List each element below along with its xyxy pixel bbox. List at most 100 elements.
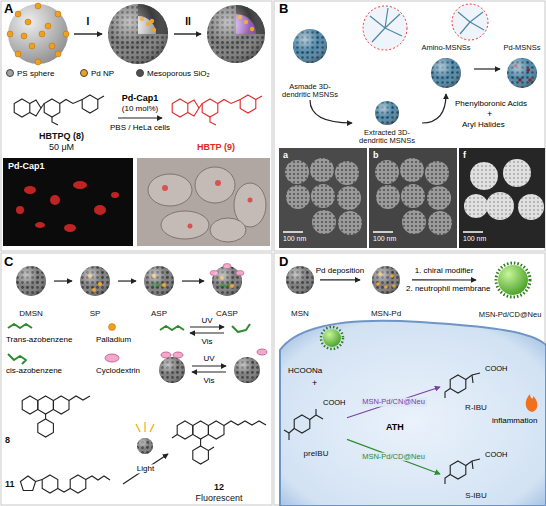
node-label: MSN-Pd bbox=[371, 309, 401, 318]
scale-bar-label: 100 nm bbox=[463, 235, 486, 243]
brightfield-micrograph bbox=[137, 158, 270, 246]
mesoporous-nanosphere bbox=[212, 266, 242, 296]
ps-sphere bbox=[29, 43, 35, 49]
node-sublabel: 50 μM bbox=[49, 142, 74, 152]
connector-arrow bbox=[347, 439, 440, 474]
connector-arrow bbox=[310, 100, 352, 123]
panel-letter: A bbox=[4, 2, 13, 17]
connector-arrow bbox=[474, 68, 500, 69]
ps-sphere bbox=[25, 19, 31, 25]
connector-arrow bbox=[118, 117, 162, 118]
neutrophil-cell bbox=[321, 327, 343, 349]
brightfield-micrograph bbox=[161, 211, 209, 239]
molecule-structure bbox=[86, 476, 110, 480]
capped-nanosphere bbox=[159, 357, 185, 383]
connector-arrow bbox=[182, 280, 204, 281]
yolk-shell-sphere bbox=[207, 5, 265, 63]
molecule-structure bbox=[445, 475, 450, 485]
edge-label: Pd deposition bbox=[314, 266, 366, 275]
ps-sphere bbox=[7, 3, 69, 65]
molecule-structure bbox=[450, 461, 466, 479]
brightfield-micrograph bbox=[137, 158, 270, 246]
legend-item: Pd NP bbox=[80, 69, 114, 78]
molecule-structure bbox=[172, 95, 262, 125]
nanosphere-node: ASP bbox=[136, 262, 182, 318]
edge-label: Pd-Cap1 bbox=[120, 93, 161, 103]
switch-arrow bbox=[190, 327, 224, 328]
text-label: Trans-azobenzene bbox=[6, 335, 72, 344]
capped-nanosphere bbox=[159, 357, 185, 383]
mesoporous-nanosphere bbox=[286, 263, 530, 297]
cyclodextrin-icon bbox=[161, 352, 171, 358]
switch-arrow bbox=[192, 366, 226, 367]
tem-image bbox=[283, 231, 303, 233]
molecule-structure bbox=[284, 373, 480, 484]
connector-arrow bbox=[422, 94, 446, 123]
fluorescence-micrograph bbox=[3, 158, 133, 246]
text-label: inflammation bbox=[492, 416, 537, 425]
ps-sphere bbox=[45, 23, 51, 29]
tem-image bbox=[375, 158, 452, 235]
edge-label: Light bbox=[135, 464, 156, 473]
molecule-structure: HBTP (9) bbox=[162, 84, 270, 152]
ps-sphere bbox=[49, 43, 55, 49]
molecule-structure bbox=[208, 447, 214, 451]
nanosphere-node: Asmade 3D-dendritic MSNSs bbox=[280, 26, 340, 100]
molecule-structure bbox=[472, 461, 473, 469]
molecule-structure bbox=[445, 389, 450, 399]
node-label: HBTP (9) bbox=[197, 142, 235, 152]
neutrophil-cell bbox=[280, 321, 546, 506]
legend-item: PS sphere bbox=[6, 69, 54, 78]
mesoporous-nanosphere bbox=[16, 266, 46, 296]
mesoporous-nanosphere bbox=[507, 58, 537, 88]
image-letter: f bbox=[463, 150, 466, 160]
text-label: cis-azobenzene bbox=[6, 366, 62, 375]
connector-arrow bbox=[118, 280, 136, 281]
ps-sphere bbox=[39, 31, 45, 37]
fluorescence-micrograph bbox=[24, 186, 36, 194]
zoom-inset bbox=[452, 4, 488, 40]
text-label: Aryl Halides bbox=[462, 120, 505, 129]
molecule-structure bbox=[193, 421, 209, 439]
molecule-structure bbox=[208, 421, 224, 439]
tem-image bbox=[459, 148, 545, 248]
scale-bar-label: 100 nm bbox=[373, 235, 396, 243]
fluorescence-micrograph bbox=[50, 195, 60, 205]
node-label: SP bbox=[90, 309, 101, 318]
neutrophil-cell bbox=[280, 321, 546, 506]
fluorescence-micrograph bbox=[16, 181, 119, 232]
molecule-structure bbox=[36, 480, 43, 482]
nanoparticle-light bbox=[137, 438, 153, 454]
text-label: + bbox=[312, 378, 317, 388]
ps-sphere bbox=[7, 31, 13, 37]
azobenzene-icon bbox=[160, 326, 184, 330]
text-label: UV bbox=[203, 354, 214, 363]
molecule-structure bbox=[38, 419, 54, 437]
molecule-structure: 8 bbox=[5, 390, 105, 445]
nanoparticle-light bbox=[144, 422, 145, 432]
brightfield-micrograph bbox=[148, 167, 266, 242]
switch-arrow bbox=[192, 372, 226, 373]
nanoparticle-light bbox=[150, 424, 154, 432]
mesoporous-nanosphere bbox=[144, 266, 174, 296]
tem-image bbox=[503, 159, 531, 187]
connector-arrow bbox=[347, 387, 440, 418]
panel-letter: B bbox=[279, 2, 288, 17]
switch-arrow bbox=[190, 327, 226, 372]
text-label: (10 mol%) bbox=[122, 104, 158, 113]
panel-frame bbox=[274, 1, 545, 251]
fluorescence-micrograph bbox=[64, 224, 76, 232]
mesoporous-nanosphere bbox=[498, 265, 528, 295]
dendritic-pore bbox=[458, 12, 484, 34]
legend-item: Mesoporous SiO₂ bbox=[136, 69, 210, 78]
node-label: Extracted 3D-dendritic MSNSs bbox=[352, 129, 422, 146]
step-arrow bbox=[74, 33, 102, 34]
molecule-structure bbox=[20, 396, 266, 493]
dendritic-pore bbox=[370, 8, 402, 42]
molecule-structure bbox=[289, 429, 294, 441]
molecule-structure bbox=[45, 414, 46, 419]
mesoporous-nanosphere bbox=[375, 101, 399, 125]
legend-swatch bbox=[6, 69, 14, 77]
